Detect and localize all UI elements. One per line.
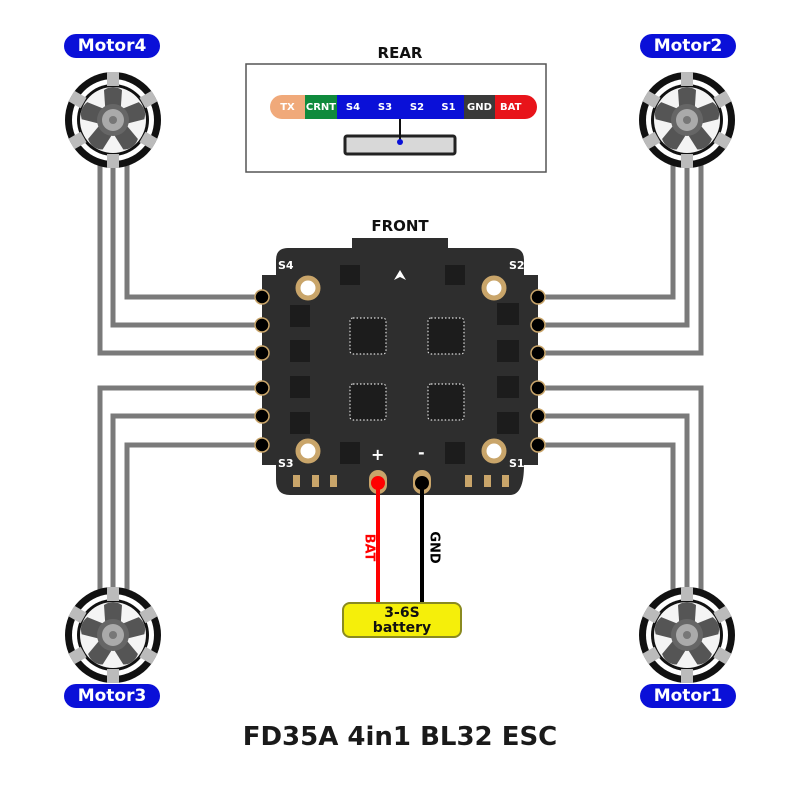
wire-m2-a	[538, 165, 676, 300]
wire-m2-b	[538, 165, 690, 328]
motor-pad-left-5	[254, 408, 270, 424]
pin-s2: S2	[401, 95, 433, 119]
wire-m4-a	[124, 165, 262, 300]
corner-label-s1: S1	[509, 457, 525, 470]
pin-tx: TX	[270, 95, 305, 119]
wire-m4-b	[110, 165, 262, 328]
corner-label-s3: S3	[278, 457, 294, 470]
motor3-icon	[65, 587, 161, 683]
wire-m4-c	[97, 165, 262, 356]
motor-pad-right-4	[530, 380, 546, 396]
pin-s3: S3	[369, 95, 401, 119]
wire-m3-c	[124, 442, 262, 590]
front-arrow-icon	[394, 270, 406, 280]
motor4-icon	[65, 72, 161, 168]
motor4-tag: Motor4	[64, 34, 160, 58]
motor2-tag: Motor2	[640, 34, 736, 58]
bottom-pads	[293, 475, 509, 487]
connector-plug	[343, 118, 457, 156]
pin-s1: S1	[433, 95, 464, 119]
motor-pad-left-1	[254, 289, 270, 305]
rear-label: REAR	[377, 44, 423, 62]
wire-m1-a	[538, 385, 704, 590]
motor-pad-left-2	[254, 317, 270, 333]
motor1-tag: Motor1	[640, 684, 736, 708]
battery-line2: battery	[372, 620, 432, 636]
wire-m1-b	[538, 413, 690, 590]
motor-wires	[97, 165, 704, 590]
motor3-tag: Motor3	[64, 684, 160, 708]
plus-label: +	[371, 445, 385, 464]
wire-m3-a	[97, 385, 262, 590]
motor-pad-right-5	[530, 408, 546, 424]
bat-wire-end	[371, 476, 385, 490]
motor-pad-left-6	[254, 437, 270, 453]
gnd-wire-label: GND	[426, 531, 442, 564]
battery-line1: 3-6S	[384, 605, 420, 621]
pin-bat: BAT	[495, 95, 537, 119]
minus-label: -	[418, 443, 425, 462]
gnd-wire-end	[415, 476, 429, 490]
esc-board	[254, 238, 546, 495]
battery-label: 3-6S battery	[342, 602, 462, 638]
pin-gnd: GND	[464, 95, 495, 119]
pin-s4: S4	[337, 95, 369, 119]
corner-label-s4: S4	[278, 259, 294, 272]
wire-m2-c	[538, 165, 704, 356]
motor-pad-left-3	[254, 345, 270, 361]
motor-pad-right-2	[530, 317, 546, 333]
mount-holes	[295, 275, 507, 464]
motor1-icon	[639, 587, 735, 683]
corner-label-s2: S2	[509, 259, 525, 272]
bat-wire-label: BAT	[361, 533, 377, 562]
motor2-icon	[639, 72, 735, 168]
wire-m1-c	[538, 442, 676, 590]
motor-pad-left-4	[254, 380, 270, 396]
mosfets	[290, 265, 519, 464]
motor-pad-right-6	[530, 437, 546, 453]
motor-pad-right-1	[530, 289, 546, 305]
mcu-chips	[349, 317, 465, 421]
page-title: FD35A 4in1 BL32 ESC	[242, 722, 558, 752]
motor-pad-right-3	[530, 345, 546, 361]
wire-m3-b	[110, 413, 262, 590]
front-label: FRONT	[371, 217, 429, 235]
pin-crnt: CRNT	[305, 95, 337, 119]
